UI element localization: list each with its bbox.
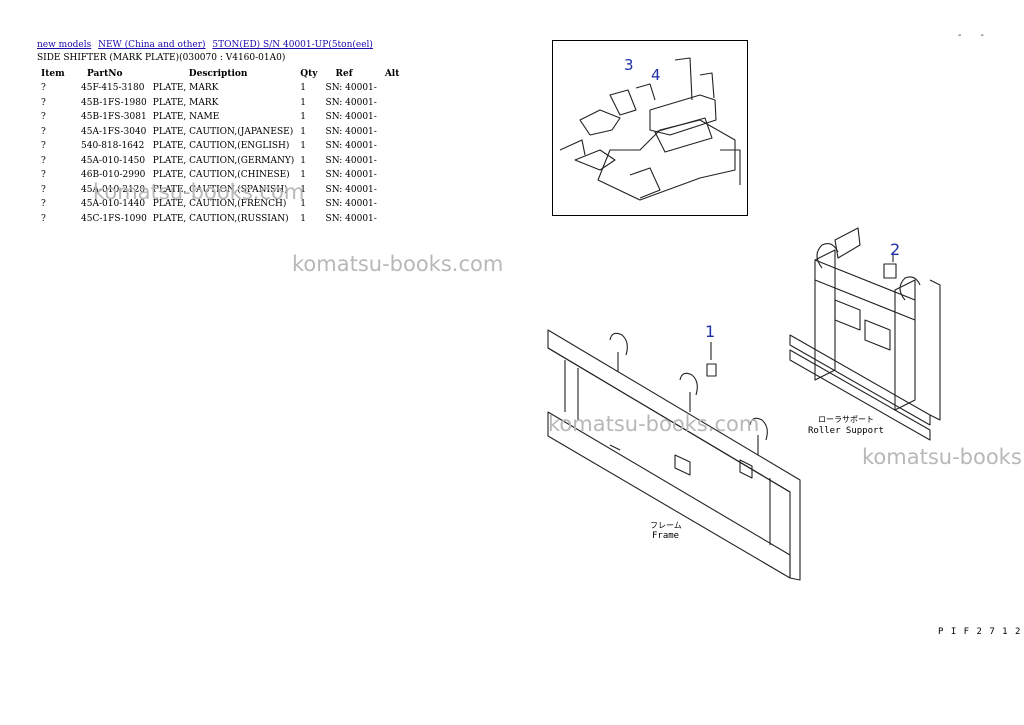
watermark: komatsu-books.com (93, 180, 305, 204)
cell-partno: 45A-010-1450 (81, 155, 146, 166)
breadcrumb: new models NEW (China and other) 5TON(ED… (37, 40, 377, 50)
cell-partno: 45C-1FS-1090 (81, 213, 147, 224)
cell-ref: SN: 40001- (325, 83, 377, 94)
frame-drawing (547, 329, 801, 581)
cell-description: PLATE, CAUTION,(SPANISH) (152, 184, 288, 195)
cell-qty: 1 (300, 112, 307, 123)
cell-qty: 1 (300, 184, 307, 195)
cell-item: ? (41, 184, 46, 195)
header-description: Description (188, 68, 248, 79)
table-row: ? 45A-010-1450 PLATE, CAUTION,(GERMANY) 1 SN… (37, 154, 403, 169)
table-row: ? 45B-1FS-1980 PLATE, MARK 1 SN: 40001- (37, 96, 403, 111)
breadcrumb-link-new-models[interactable]: new models (37, 40, 92, 50)
table-row: ? 45A-1FS-3040 PLATE, CAUTION,(JAPANESE) 1 S… (37, 125, 403, 140)
cell-item: ? (41, 213, 46, 224)
inset-frame (552, 40, 748, 216)
header-item: Item (41, 68, 65, 79)
table-row: ? 45B-1FS-3081 PLATE, NAME 1 SN: 40001- (37, 110, 403, 125)
cell-description: PLATE, CAUTION,(JAPANESE) (152, 126, 294, 137)
cell-qty: 1 (300, 199, 307, 210)
cell-description: PLATE, MARK (152, 83, 219, 94)
cell-partno: 45F-415-3180 (81, 83, 145, 94)
header-ref: Ref (335, 68, 353, 79)
inset-seat-drawing (559, 57, 741, 201)
roller-support-label-jp: ローラサポート (818, 415, 874, 424)
frame-label-jp: フレーム (650, 521, 682, 530)
header-qty: Qty (300, 68, 318, 79)
cell-qty: 1 (300, 83, 307, 94)
cell-item: ? (41, 155, 46, 166)
breadcrumb-link-model[interactable]: 5TON(ED) S/N 40001-UP(5ton(eel) (212, 40, 373, 50)
cell-ref: SN: 40001- (325, 155, 377, 166)
watermark: komatsu-books.com (548, 412, 760, 436)
cell-ref: SN: 40001- (325, 112, 377, 123)
cell-ref: SN: 40001- (325, 97, 377, 108)
table-header-row: Item PartNo Description Qty Ref Alt (37, 66, 403, 81)
figure-code: P I F 2 7 1 2 (938, 627, 1022, 637)
table-row: ? 45F-415-3180 PLATE, MARK 1 SN: 40001- (37, 81, 403, 96)
table-row: ? 46B-010-2990 PLATE, CAUTION,(CHINESE) 1 SN… (37, 168, 403, 183)
cell-partno: 45A-010-1440 (81, 199, 146, 210)
header-alt: Alt (384, 68, 400, 79)
cell-description: PLATE, MARK (152, 97, 219, 108)
watermark: komatsu-books.com (292, 252, 504, 276)
cell-qty: 1 (300, 126, 307, 137)
cell-description: PLATE, NAME (152, 112, 220, 123)
header-partno: PartNo (87, 68, 123, 79)
cell-qty: 1 (300, 155, 307, 166)
cell-item: ? (41, 112, 46, 123)
frame-label-en: Frame (652, 531, 680, 541)
page-subtitle: SIDE SHIFTER (MARK PLATE)(030070 : V4160… (37, 53, 286, 63)
cell-description: PLATE, CAUTION,(GERMANY) (152, 155, 295, 166)
cell-ref: SN: 40001- (325, 184, 377, 195)
cell-qty: 1 (300, 141, 307, 152)
cell-qty: 1 (300, 170, 307, 181)
cell-qty: 1 (300, 213, 307, 224)
cell-item: ? (41, 83, 46, 94)
callout-3: 3 (624, 56, 634, 74)
watermark: komatsu-books (862, 445, 1022, 469)
cell-ref: SN: 40001- (325, 213, 377, 224)
cell-description: PLATE, CAUTION,(RUSSIAN) (152, 213, 289, 224)
corner-marks: - - (958, 30, 992, 41)
cell-description: PLATE, CAUTION,(ENGLISH) (152, 141, 290, 152)
cell-item: ? (41, 170, 46, 181)
cell-ref: SN: 40001- (325, 126, 377, 137)
table-row: ? 45C-1FS-1090 PLATE, CAUTION,(RUSSIAN) 1 SN… (37, 212, 403, 227)
roller-support-label-en: Roller Support (808, 426, 884, 436)
cell-ref: SN: 40001- (325, 170, 377, 181)
roller-support-drawing (789, 227, 941, 441)
callout-1: 1 (705, 322, 716, 341)
cell-item: ? (41, 199, 46, 210)
breadcrumb-link-region[interactable]: NEW (China and other) (98, 40, 206, 50)
cell-partno: 45A-010-2120 (81, 184, 146, 195)
cell-item: ? (41, 126, 46, 137)
table-row: ? 45A-010-1440 PLATE, CAUTION,(FRENCH) 1 SN:… (37, 197, 403, 212)
callout-4: 4 (651, 66, 661, 84)
cell-item: ? (41, 141, 46, 152)
cell-partno: 45B-1FS-3081 (81, 112, 147, 123)
cell-partno: 540-818-1642 (81, 141, 145, 152)
cell-item: ? (41, 97, 46, 108)
cell-description: PLATE, CAUTION,(FRENCH) (152, 199, 287, 210)
cell-qty: 1 (300, 97, 307, 108)
table-row: ? 540-818-1642 PLATE, CAUTION,(ENGLISH) 1 SN… (37, 139, 403, 154)
cell-description: PLATE, CAUTION,(CHINESE) (152, 170, 290, 181)
cell-partno: 45A-1FS-3040 (81, 126, 147, 137)
callout-2: 2 (890, 240, 901, 259)
table-row: ? 45A-010-2120 PLATE, CAUTION,(SPANISH) 1 SN… (37, 183, 403, 198)
cell-partno: 46B-010-2990 (81, 170, 146, 181)
cell-ref: SN: 40001- (325, 199, 377, 210)
cell-partno: 45B-1FS-1980 (81, 97, 147, 108)
parts-table: Item PartNo Description Qty Ref Alt ? 45F… (37, 66, 403, 226)
cell-ref: SN: 40001- (325, 141, 377, 152)
